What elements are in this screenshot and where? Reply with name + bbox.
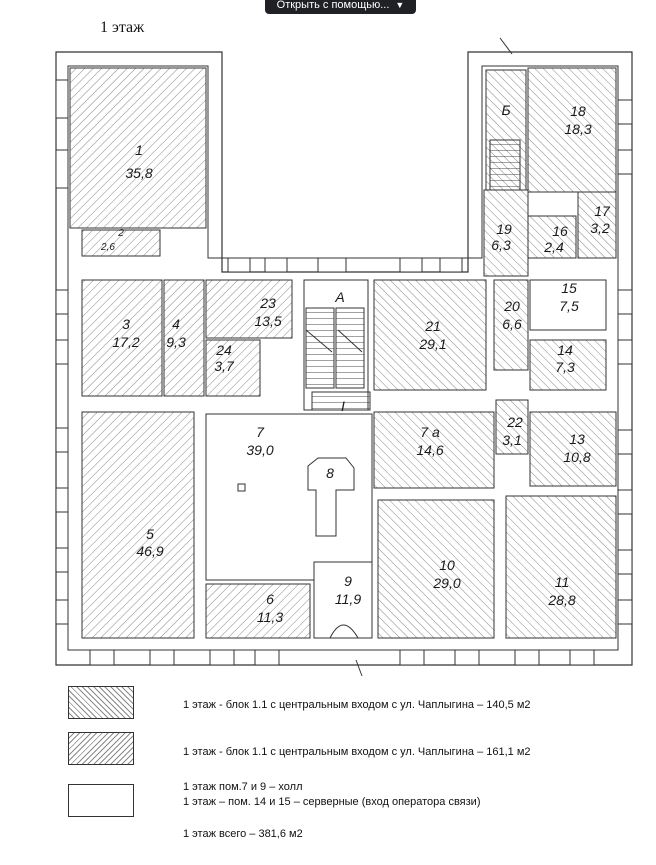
block-a-rooms	[69, 67, 311, 639]
room-10-num: 10	[439, 557, 455, 573]
stair-b-entry-mark	[499, 37, 513, 55]
stair-b	[485, 69, 527, 191]
room-labels: 1 35,8 2 2,6 3 17,2 4 9,3 23 13,5 24 3,7…	[100, 102, 611, 625]
room-7-fill	[205, 413, 373, 581]
stair-i-steps	[311, 391, 371, 411]
legend-item-3-line-2: 1 этаж – пом. 14 и 15 – серверные (вход …	[183, 796, 481, 808]
stair-b-label: Б	[501, 102, 510, 118]
room-5-fill	[81, 411, 195, 639]
room-15-num: 15	[561, 280, 577, 296]
room-11-fill	[505, 495, 617, 639]
open-with-button[interactable]: Открыть с помощью... ▼	[265, 0, 416, 14]
room-5-num: 5	[146, 526, 154, 542]
room-23-fill	[205, 279, 293, 339]
room-18-area: 18,3	[564, 121, 591, 137]
room-19-num: 19	[496, 221, 512, 237]
room-14-num: 14	[557, 342, 573, 358]
room-16-fill	[527, 215, 577, 259]
room-13-fill	[529, 411, 617, 487]
room-21-fill	[373, 279, 487, 391]
room-6-area: 11,3	[257, 609, 283, 625]
room-19-fill	[483, 189, 529, 277]
room-11-area: 28,8	[547, 592, 575, 608]
room-22-area: 3,1	[502, 432, 521, 448]
room-16-num: 16	[552, 223, 568, 239]
room-4-num: 4	[172, 316, 180, 332]
room-22-num: 22	[506, 414, 523, 430]
floor-title: 1 этаж	[100, 19, 145, 36]
room-15-area: 7,5	[559, 298, 579, 314]
room-17-area: 3,2	[590, 220, 610, 236]
stair-a	[303, 279, 369, 411]
room-18-fill	[527, 67, 617, 193]
room-4-area: 9,3	[166, 334, 186, 350]
room-13-area: 10,8	[563, 449, 590, 465]
hall-rooms	[205, 279, 607, 639]
room-11-num: 11	[555, 574, 570, 590]
room-3-num: 3	[122, 316, 130, 332]
room-4-fill	[163, 279, 205, 397]
room-7a-area: 14,6	[416, 442, 443, 458]
open-with-label: Открыть с помощью...	[276, 0, 390, 11]
room-7-num: 7	[256, 424, 265, 440]
column-marker	[237, 483, 246, 492]
chevron-down-icon: ▼	[395, 0, 405, 10]
room-16-area: 2,4	[543, 239, 564, 255]
room-21-num: 21	[424, 318, 441, 334]
room-7a-num: 7 а	[420, 424, 440, 440]
room-10-area: 29,0	[432, 575, 460, 591]
legend-item-1: 1 этаж - блок 1.1 с центральным входом с…	[183, 699, 531, 711]
room-15-fill	[529, 279, 607, 331]
floor-plan: 1 35,8 2 2,6 3 17,2 4 9,3 23 13,5 24 3,7…	[55, 37, 633, 677]
room-13-num: 13	[569, 431, 585, 447]
room-20-num: 20	[503, 298, 520, 314]
room-24-area: 3,7	[214, 358, 235, 374]
legend-total: 1 этаж всего – 381,6 м2	[183, 828, 303, 840]
room-17-fill	[577, 191, 617, 259]
room-7a-fill	[373, 411, 495, 489]
room-1-area: 35,8	[125, 165, 152, 181]
room-3-area: 17,2	[112, 334, 139, 350]
room-2-fill	[81, 229, 161, 257]
room-8-num: 8	[326, 465, 334, 481]
room-1-fill	[69, 67, 207, 229]
building-outline	[55, 51, 633, 666]
room-23-area: 13,5	[254, 313, 281, 329]
room-9-num: 9	[344, 573, 352, 589]
room-9-area: 11,9	[335, 591, 361, 607]
room-24-num: 24	[215, 342, 232, 358]
room-19-area: 6,3	[491, 237, 511, 253]
room-8-shape	[307, 457, 355, 537]
legend-swatch-block-a	[68, 686, 134, 719]
legend-item-3-line-1: 1 этаж пом.7 и 9 – холл	[183, 781, 303, 793]
stair-i-label: I	[341, 398, 345, 414]
stair-a-label: А	[334, 289, 344, 305]
room-7-area: 39,0	[246, 442, 273, 458]
room-20-area: 6,6	[502, 316, 522, 332]
room-14-area: 7,3	[555, 359, 575, 375]
room-23-num: 23	[259, 295, 276, 311]
room-3-fill	[81, 279, 163, 397]
room-21-area: 29,1	[418, 336, 446, 352]
room-5-area: 46,9	[136, 543, 163, 559]
room-2-num: 2	[117, 228, 124, 239]
room-17-num: 17	[594, 203, 611, 219]
window-marks	[55, 79, 633, 666]
room-10-fill	[377, 499, 495, 639]
room-14-fill	[529, 339, 607, 391]
room-6-fill	[205, 583, 311, 639]
room-2-area: 2,6	[100, 242, 115, 253]
room-20-fill	[493, 279, 529, 371]
legend-item-2: 1 этаж - блок 1.1 с центральным входом с…	[183, 746, 531, 758]
room-1-num: 1	[135, 142, 143, 158]
block-b-rooms	[373, 67, 617, 639]
room-22-fill	[495, 399, 529, 455]
room-18-num: 18	[570, 103, 586, 119]
room-6-num: 6	[266, 591, 274, 607]
entrance-arc	[329, 624, 359, 639]
legend-swatch-hall	[68, 784, 134, 817]
legend-swatch-block-b	[68, 732, 134, 765]
room-24-fill	[205, 339, 261, 397]
entrance-mark	[355, 659, 363, 677]
